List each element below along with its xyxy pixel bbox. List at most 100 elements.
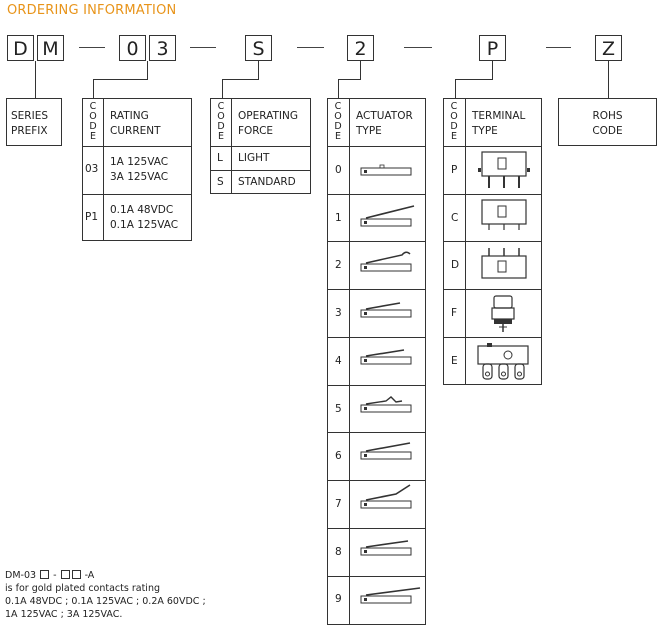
actuator-bent-lever-drawing bbox=[360, 396, 412, 413]
code-head-e: E bbox=[334, 131, 341, 142]
rating-head: RATING bbox=[110, 110, 149, 122]
actuator-row-divider bbox=[327, 385, 426, 386]
code-head-e: E bbox=[89, 131, 96, 142]
code-head-c: C bbox=[217, 101, 225, 112]
connector-rating bbox=[147, 61, 148, 79]
code-head-d: D bbox=[334, 121, 342, 132]
code-box-d: D bbox=[7, 35, 34, 61]
terminal-quick-connect-drawing bbox=[481, 199, 527, 230]
actuator-short-lever-drawing bbox=[360, 302, 412, 318]
operating-head: OPERATING bbox=[238, 110, 298, 122]
note-line: 0.1A 48VDC ; 0.1A 125VAC ; 0.2A 60VDC ; bbox=[5, 596, 206, 607]
force-row-divider bbox=[210, 146, 311, 147]
rating-table bbox=[82, 98, 192, 241]
terminal-head: TERMINAL bbox=[472, 110, 526, 122]
connector-force bbox=[222, 79, 259, 80]
code-head-c: C bbox=[89, 101, 97, 112]
terminal-row-divider bbox=[443, 241, 542, 242]
terminal-top-pin-drawing bbox=[481, 248, 527, 279]
rating-row-divider bbox=[82, 146, 192, 147]
terminal-row-divider bbox=[443, 146, 542, 147]
terminal-row-divider bbox=[443, 289, 542, 290]
connector-terminal bbox=[455, 79, 456, 98]
connector-rating bbox=[93, 79, 148, 80]
dash bbox=[546, 47, 571, 48]
rating-code: P1 bbox=[85, 211, 99, 223]
code-head-o: O bbox=[217, 111, 225, 122]
note-line: is for gold plated contacts rating bbox=[5, 583, 160, 594]
code-box-2: 2 bbox=[347, 35, 374, 61]
actuator-medium-lever-drawing bbox=[360, 349, 412, 365]
terminal-row-divider bbox=[443, 194, 542, 195]
actuator-code: 9 bbox=[335, 593, 342, 605]
rating-value: 1A 125VAC bbox=[110, 156, 169, 168]
placeholder-box-icon bbox=[40, 570, 50, 579]
terminal-row-divider bbox=[443, 337, 542, 338]
code-box-3: 3 bbox=[149, 35, 176, 61]
dash bbox=[297, 47, 324, 48]
page-title: ORDERING INFORMATION bbox=[7, 3, 177, 18]
actuator-row-divider bbox=[327, 480, 426, 481]
terminal-code: F bbox=[451, 307, 458, 319]
force-code: L bbox=[217, 152, 223, 164]
rohs-code-label: CODE bbox=[592, 125, 623, 137]
type-head: TYPE bbox=[472, 125, 498, 137]
rating-code: 03 bbox=[85, 163, 99, 175]
force-value: LIGHT bbox=[238, 152, 270, 164]
rohs-label: ROHS bbox=[592, 110, 623, 122]
actuator-head: ACTUATOR bbox=[356, 110, 413, 122]
connector-actuator bbox=[338, 79, 361, 80]
code-head-o: O bbox=[334, 111, 342, 122]
actuator-row-divider bbox=[327, 528, 426, 529]
force-head: FORCE bbox=[238, 125, 274, 137]
gold-contact-note: DM-03 - -A is for gold plated contacts r… bbox=[5, 570, 206, 620]
connector-force bbox=[258, 61, 259, 79]
current-head: CURRENT bbox=[110, 125, 161, 137]
terminal-solder-drawing bbox=[477, 343, 529, 380]
actuator-code: 3 bbox=[335, 307, 342, 319]
code-box-0: 0 bbox=[119, 35, 146, 61]
code-head-e: E bbox=[450, 131, 457, 142]
rating-col-divider bbox=[103, 98, 104, 241]
connector-terminal bbox=[492, 61, 493, 79]
prefix-label: PREFIX bbox=[11, 125, 48, 137]
dash bbox=[404, 47, 432, 48]
code-head-c: C bbox=[334, 101, 342, 112]
code-box-z: Z bbox=[595, 35, 622, 61]
actuator-table bbox=[327, 98, 426, 625]
series-label: SERIES bbox=[11, 110, 48, 122]
actuator-pin-plunger-drawing bbox=[360, 164, 412, 176]
code-head-d: D bbox=[450, 121, 458, 132]
type-head: TYPE bbox=[356, 125, 382, 137]
note-part-suffix: -A bbox=[84, 570, 95, 581]
code-box-s: S bbox=[245, 35, 272, 61]
dash bbox=[79, 47, 105, 48]
actuator-code: 0 bbox=[335, 164, 342, 176]
actuator-row-divider bbox=[327, 289, 426, 290]
actuator-row-divider bbox=[327, 432, 426, 433]
terminal-code: C bbox=[451, 212, 459, 224]
terminal-code: D bbox=[451, 259, 460, 271]
note-line: 1A 125VAC ; 3A 125VAC. bbox=[5, 609, 123, 620]
rohs-box bbox=[558, 98, 657, 146]
rating-value: 0.1A 48VDC bbox=[110, 204, 174, 216]
series-prefix-box bbox=[6, 98, 62, 146]
actuator-row-divider bbox=[327, 241, 426, 242]
actuator-hinge-lever-drawing bbox=[360, 205, 415, 227]
placeholder-box-icon bbox=[60, 570, 70, 579]
connector-force bbox=[222, 79, 223, 98]
terminal-code: P bbox=[451, 164, 458, 176]
actuator-code: 6 bbox=[335, 450, 342, 462]
force-value: STANDARD bbox=[238, 176, 296, 188]
placeholder-box-icon bbox=[71, 570, 81, 579]
actuator-code: 8 bbox=[335, 546, 342, 558]
actuator-row-divider bbox=[327, 194, 426, 195]
terminal-wire-lead-drawing bbox=[491, 295, 515, 332]
actuator-code: 1 bbox=[335, 212, 342, 224]
code-head-o: O bbox=[450, 111, 458, 122]
force-code: S bbox=[217, 176, 224, 188]
actuator-code: 7 bbox=[335, 498, 342, 510]
actuator-code: 2 bbox=[335, 259, 342, 271]
actuator-angled-lever-drawing bbox=[360, 484, 412, 509]
note-part-prefix: DM-03 bbox=[5, 570, 37, 581]
